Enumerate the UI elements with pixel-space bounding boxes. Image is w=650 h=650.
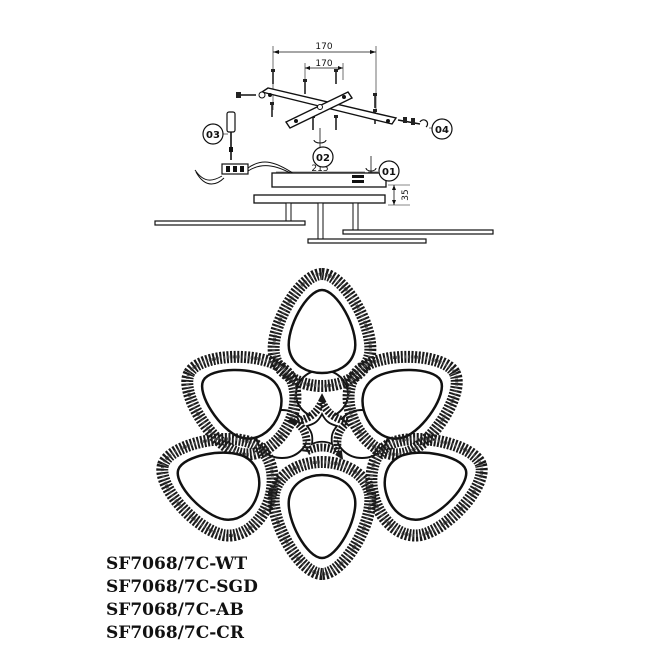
center-star [287, 393, 357, 460]
callout-03: 03 [202, 123, 228, 145]
callout-01: 01 [368, 160, 400, 182]
callout-04: 04 [429, 118, 453, 140]
canopy-base: 215 [271, 164, 387, 188]
callout-label: 03 [206, 130, 220, 141]
side-fixings-left [236, 91, 266, 99]
petal-lower-right [360, 419, 496, 546]
model-code: SF7068/7C-SGD [106, 577, 258, 597]
dimension-label: 215 [311, 164, 328, 174]
model-list: SF7068/7C-WT SF7068/7C-SGD SF7068/7C-AB … [106, 553, 258, 645]
mounting-screws [269, 68, 378, 131]
lamp-side-view [154, 194, 494, 244]
dimension-mount-inner: 170 [304, 59, 344, 80]
cross-bracket [260, 87, 398, 129]
petal-bottom [274, 462, 371, 574]
dimension-label: 170 [315, 42, 332, 52]
model-code: SF7068/7C-WT [106, 554, 248, 574]
exploded-view: 170 170 [154, 42, 494, 244]
model-code: SF7068/7C-AB [106, 600, 244, 620]
side-fixings-right [397, 117, 429, 128]
callout-02: 02 [312, 146, 334, 168]
callout-label: 02 [316, 153, 330, 164]
dimension-mount-outer: 170 [272, 42, 377, 110]
lamp-top-view [148, 274, 496, 574]
petal-lower-left [148, 419, 284, 546]
callout-label: 04 [435, 125, 449, 136]
dimension-height: 35 [388, 184, 411, 206]
screwdriver-icon [226, 111, 236, 160]
dimension-label: 170 [315, 59, 332, 69]
callout-label: 01 [382, 167, 396, 178]
dimension-label: 35 [401, 189, 411, 200]
model-code: SF7068/7C-CR [106, 623, 244, 643]
petal-top [274, 274, 371, 386]
